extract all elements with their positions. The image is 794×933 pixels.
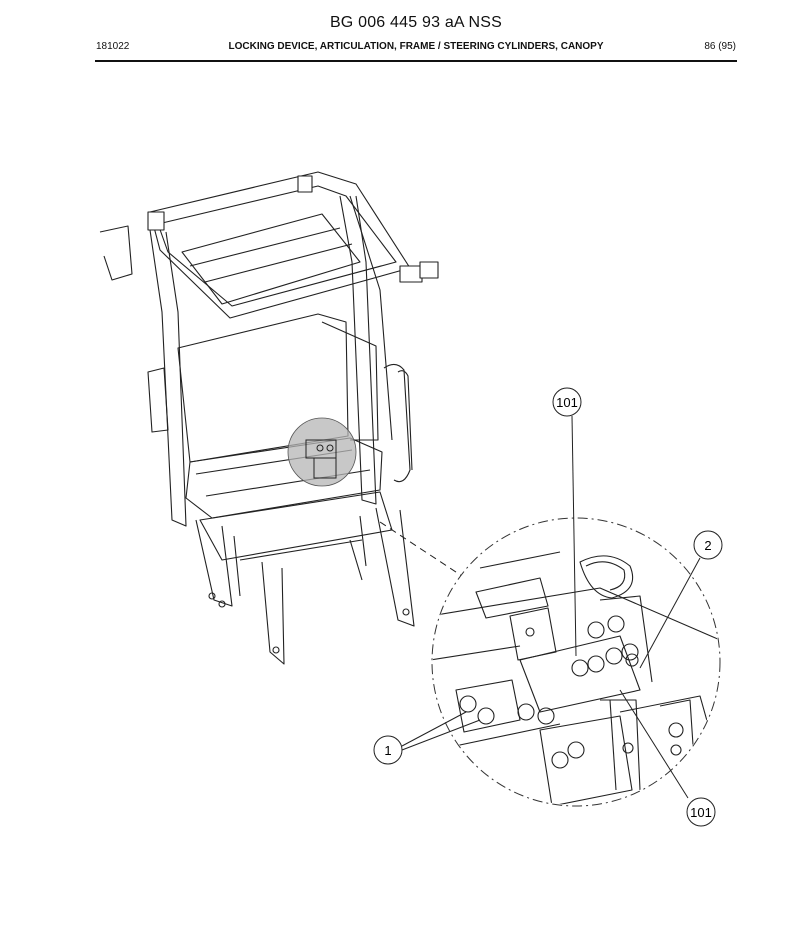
detail-highlight (287, 417, 357, 487)
callout-101-bottom: 101 (686, 797, 716, 827)
callout-1: 1 (373, 735, 403, 765)
page-number: 86 (95) (704, 41, 736, 52)
callout-101-top: 101 (552, 387, 582, 417)
detail-leader (379, 521, 463, 577)
header-rule (95, 60, 737, 62)
section-title: LOCKING DEVICE, ARTICULATION, FRAME / ST… (228, 41, 604, 52)
valve-block-small (305, 439, 337, 479)
detail-valve-drawing (433, 551, 719, 805)
svg-text:101: 101 (690, 805, 712, 820)
detail-view-circle (431, 517, 721, 807)
callout-2: 2 (693, 530, 723, 560)
document-id: BG 006 445 93 aA NSS (329, 14, 503, 31)
canopy-frame-drawing (99, 171, 439, 665)
svg-text:101: 101 (556, 395, 578, 410)
svg-text:1: 1 (384, 743, 391, 758)
svg-text:2: 2 (704, 538, 711, 553)
callout-leaders (401, 415, 701, 799)
document-date: 181022 (96, 41, 130, 52)
